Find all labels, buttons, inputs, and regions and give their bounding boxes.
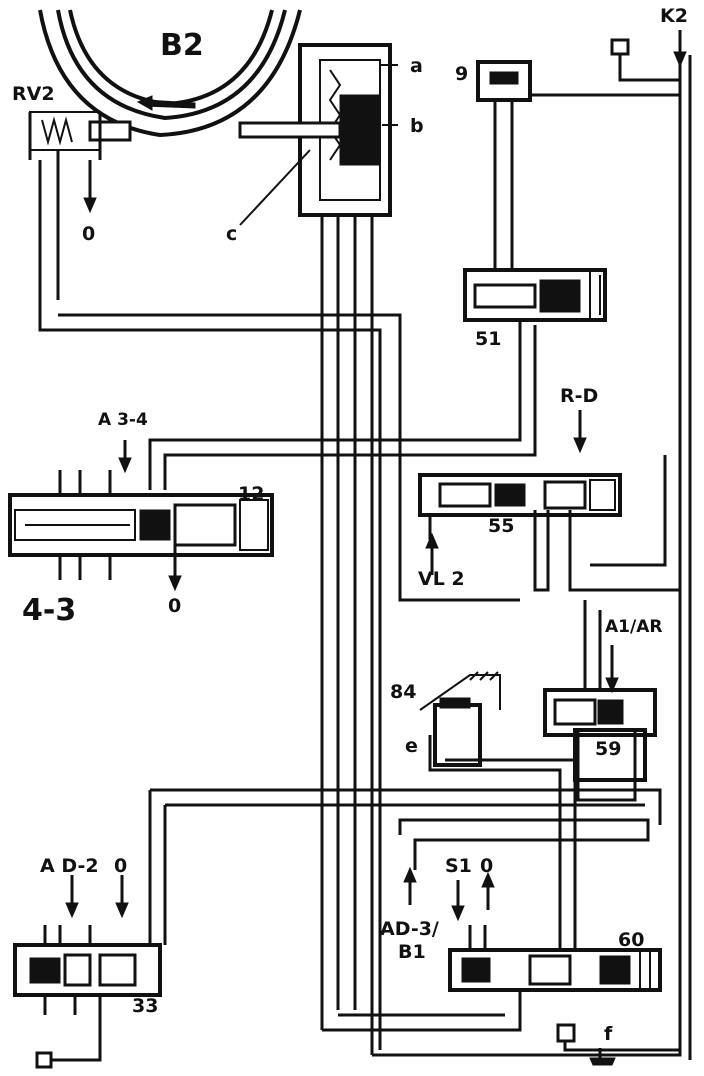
label-o-rv2: 0 [82, 223, 95, 245]
label-rv2: RV2 [12, 83, 55, 105]
label-rd: R-D [560, 385, 598, 407]
label-60: 60 [618, 929, 644, 951]
label-o-60: 0 [480, 855, 493, 877]
label-a1ar: A1/AR [605, 617, 662, 637]
label-4-3: 4-3 [22, 593, 76, 628]
brake-band-b2 [38, 9, 302, 138]
label-c: c [226, 223, 237, 245]
label-ad2: A D-2 [40, 855, 99, 877]
valve-55 [418, 473, 622, 540]
label-e: e [405, 735, 418, 757]
label-b: b [410, 115, 424, 137]
servo-piston [238, 43, 398, 226]
label-b1: B1 [398, 941, 426, 963]
valve-84 [419, 671, 501, 767]
label-o-33: 0 [114, 855, 127, 877]
label-s1: S1 [445, 855, 472, 877]
valve-9 [476, 60, 532, 102]
plug-k2 [610, 38, 630, 56]
arrows [65, 30, 687, 922]
label-ad3: AD-3/ [380, 918, 439, 940]
label-55: 55 [488, 515, 514, 537]
label-9: 9 [455, 63, 468, 85]
label-k2: K2 [660, 5, 688, 27]
label-vl2: VL 2 [418, 568, 465, 590]
plug-bottom-left [35, 1051, 53, 1069]
valve-33 [13, 925, 162, 1015]
label-12: 12 [238, 483, 264, 505]
label-a34: A 3-4 [98, 410, 148, 430]
restrictor-f [589, 1057, 616, 1066]
label-o-12: 0 [168, 595, 181, 617]
label-51: 51 [475, 328, 501, 350]
valve-rv2 [28, 111, 132, 332]
valve-51 [463, 268, 607, 322]
label-a: a [410, 55, 423, 77]
label-59: 59 [595, 738, 621, 760]
pipe-network [40, 50, 692, 1062]
valve-59 [543, 688, 657, 782]
label-f: f [604, 1023, 613, 1045]
plug-f-box [556, 1023, 576, 1043]
label-b2: B2 [160, 28, 204, 63]
label-33: 33 [132, 995, 158, 1017]
valve-60 [448, 925, 662, 992]
valve-12 [8, 470, 274, 580]
label-84: 84 [390, 681, 416, 703]
